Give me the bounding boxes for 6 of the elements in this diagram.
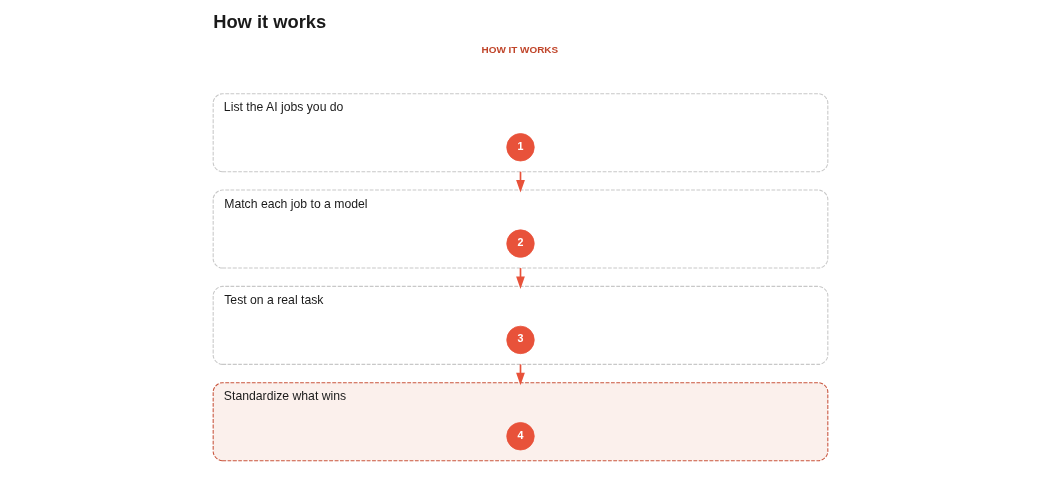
node-circle: 4 <box>505 422 535 451</box>
diagram-title: How it works <box>212 11 326 33</box>
node-circle: 3 <box>505 325 535 355</box>
node-circle: 2 <box>505 229 535 258</box>
node-circle: 1 <box>505 133 535 162</box>
label: HOW IT WORKS <box>481 43 558 55</box>
